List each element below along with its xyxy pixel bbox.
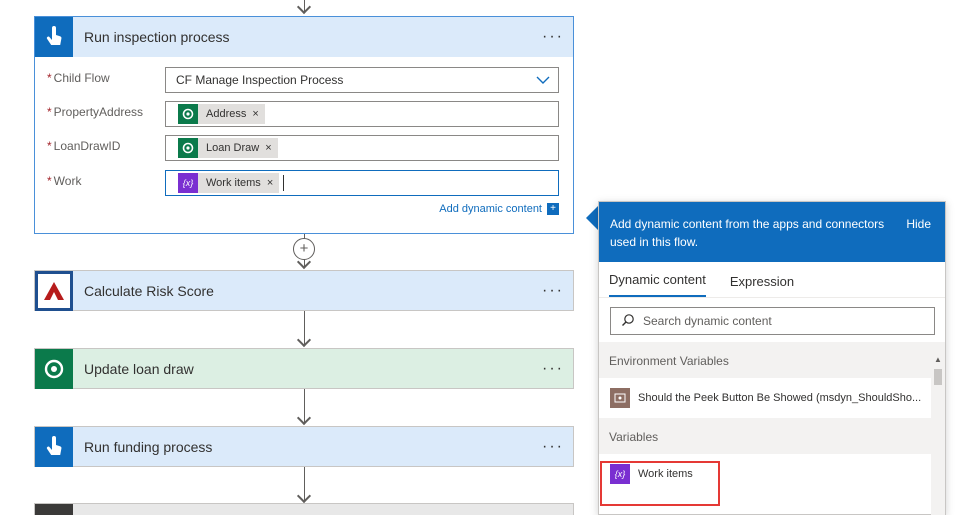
more-options-button[interactable]: ··· (542, 282, 564, 299)
section-environment-variables: Environment Variables (599, 342, 945, 378)
risk-logo-icon (35, 271, 73, 311)
connector-arrow (296, 488, 312, 504)
item-label: Should the Peek Button Be Showed (msdyn_… (638, 392, 922, 404)
tab-dynamic-content[interactable]: Dynamic content (609, 272, 706, 297)
run-funding-title: Run funding process (84, 439, 213, 455)
child-flow-label: Child Flow (53, 71, 110, 85)
run-inspection-card[interactable]: Run inspection process ··· *Child Flow C… (34, 16, 574, 234)
panel-header-text: Add dynamic content from the apps and co… (610, 217, 885, 249)
search-input[interactable]: Search dynamic content (610, 307, 935, 335)
variable-icon: {x} (610, 464, 630, 484)
add-dynamic-content-link[interactable]: Add dynamic content + (439, 203, 559, 215)
loan-draw-label: LoanDrawID (53, 139, 121, 153)
dataverse-icon (35, 349, 73, 389)
list-item[interactable]: Should the Peek Button Be Showed (msdyn_… (599, 378, 945, 418)
panel-pointer (586, 206, 598, 230)
variable-icon: {x} (178, 173, 198, 193)
panel-tabs: Dynamic content Expression (599, 262, 945, 298)
child-flow-select[interactable]: CF Manage Inspection Process (165, 67, 559, 93)
property-address-label: PropertyAddress (53, 105, 144, 119)
search-placeholder: Search dynamic content (643, 314, 772, 328)
loan-draw-input[interactable]: Loan Draw × (165, 135, 559, 161)
update-loan-draw-card[interactable]: Update loan draw ··· (34, 348, 574, 389)
connector-line (304, 311, 305, 346)
child-flow-row: *Child Flow CF Manage Inspection Process (47, 67, 559, 95)
tab-expression[interactable]: Expression (729, 274, 795, 289)
work-input[interactable]: {x} Work items × (165, 170, 559, 196)
text-caret (283, 175, 285, 191)
more-options-button[interactable]: ··· (542, 360, 564, 377)
address-token[interactable]: Address × (178, 104, 265, 124)
add-dynamic-plus-icon: + (547, 203, 559, 215)
update-loan-draw-title: Update loan draw (84, 361, 194, 377)
scroll-thumb[interactable] (934, 369, 942, 385)
calculate-risk-score-card[interactable]: Calculate Risk Score ··· (34, 270, 574, 311)
more-options-button[interactable]: ··· (542, 438, 564, 455)
loan-draw-token[interactable]: Loan Draw × (178, 138, 278, 158)
connector-arrow (296, 0, 312, 15)
connector-arrow (296, 410, 312, 426)
work-items-highlight-box (600, 461, 720, 506)
more-options-button[interactable]: ··· (542, 28, 564, 45)
panel-header: Add dynamic content from the apps and co… (599, 202, 945, 262)
property-address-row: *PropertyAddress Address × (47, 101, 559, 129)
run-funding-card[interactable]: Run funding process ··· (34, 426, 574, 467)
run-inspection-title: Run inspection process (84, 29, 230, 45)
next-action-card[interactable] (34, 503, 574, 515)
environment-variable-icon (610, 388, 630, 408)
search-icon (621, 313, 635, 330)
remove-token-icon[interactable]: × (266, 177, 274, 189)
dataverse-icon (178, 138, 198, 158)
touch-icon (35, 427, 73, 467)
chevron-down-icon[interactable] (528, 73, 558, 87)
loan-draw-row: *LoanDrawID Loan Draw × (47, 135, 559, 163)
property-address-input[interactable]: Address × (165, 101, 559, 127)
connector-line (304, 467, 305, 501)
run-inspection-header[interactable]: Run inspection process ··· (35, 17, 573, 57)
dataverse-icon (178, 104, 198, 124)
hide-button[interactable]: Hide (906, 217, 931, 231)
item-label: Work items (638, 468, 693, 480)
panel-scrollbar[interactable]: ▲ (931, 353, 945, 515)
work-items-token[interactable]: {x} Work items × (178, 173, 280, 193)
remove-token-icon[interactable]: × (252, 108, 259, 120)
add-step-button[interactable]: + (293, 238, 315, 260)
connector-arrow (296, 332, 312, 348)
section-variables: Variables (599, 418, 945, 454)
child-flow-value: CF Manage Inspection Process (176, 73, 344, 87)
calculate-risk-score-title: Calculate Risk Score (84, 283, 214, 299)
work-row: *Work {x} Work items × (47, 170, 559, 198)
work-label: Work (53, 174, 82, 188)
action-icon (35, 504, 73, 515)
connector-line (304, 0, 305, 12)
scroll-up-icon[interactable]: ▲ (934, 355, 942, 364)
connector-line (304, 389, 305, 424)
remove-token-icon[interactable]: × (265, 142, 272, 154)
list-item-work-items[interactable]: {x} Work items (599, 454, 945, 494)
touch-icon (35, 17, 73, 57)
